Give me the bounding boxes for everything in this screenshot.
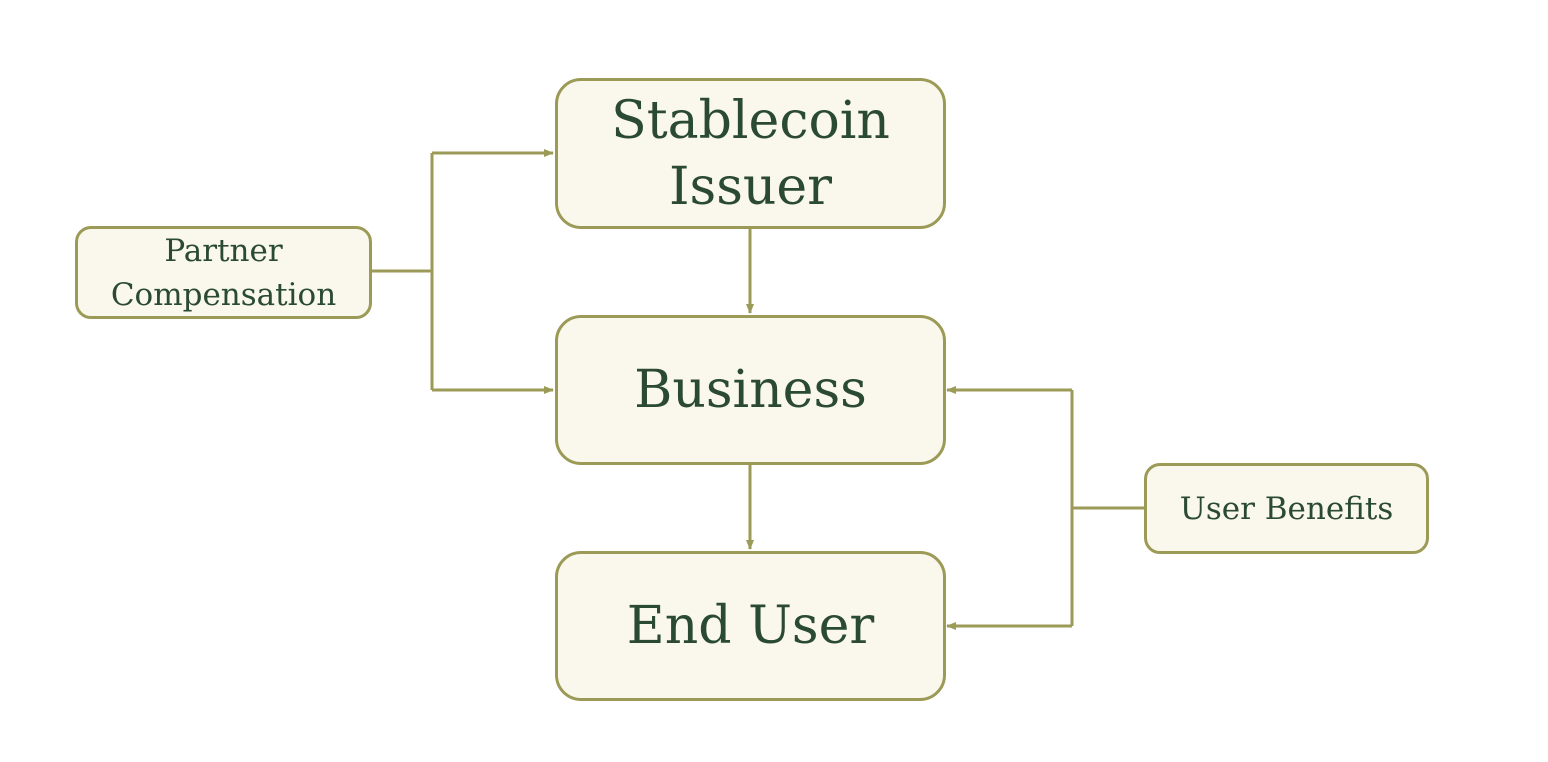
end-user-label: End User bbox=[626, 596, 875, 656]
partner-connector bbox=[371, 153, 434, 390]
business-label: Business bbox=[634, 360, 867, 420]
issuer-label-line1: Stablecoin bbox=[611, 90, 890, 151]
user-benefits-label: User Benefits bbox=[1179, 490, 1394, 527]
node-end-user: End User bbox=[555, 551, 946, 701]
partner-label-line2: Compensation bbox=[110, 276, 337, 313]
benefits-connector bbox=[1070, 390, 1144, 626]
node-user-benefits: User Benefits bbox=[1144, 463, 1429, 554]
node-business: Business bbox=[555, 315, 946, 465]
partner-label-line1: Partner bbox=[164, 232, 283, 269]
issuer-label-line2: Issuer bbox=[668, 156, 833, 217]
